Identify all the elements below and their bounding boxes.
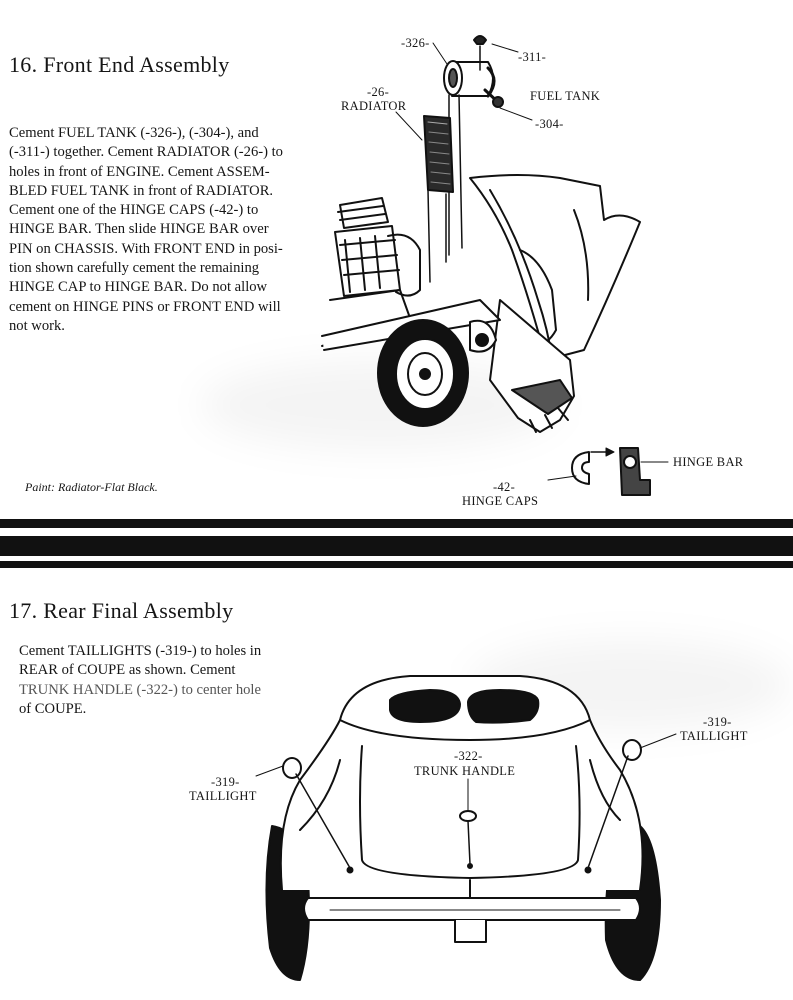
instruction-line: Cement one of the HINGE CAPS (-42-) to bbox=[9, 202, 259, 219]
step-17-title: 17. Rear Final Assembly bbox=[9, 598, 234, 623]
radiator-part bbox=[423, 115, 454, 193]
left-rear-window bbox=[389, 689, 461, 723]
instruction-line: cement on HINGE PINS or FRONT END will bbox=[9, 298, 281, 315]
label-part-304: -304- bbox=[535, 117, 564, 131]
trunk-handle-part bbox=[459, 810, 477, 869]
license-bracket bbox=[454, 919, 487, 943]
instruction-line: (-311-) together. Cement RADIATOR (-26-)… bbox=[9, 144, 283, 161]
step-17-instructions: Cement TAILLIGHTS (-319-) to holes in RE… bbox=[19, 642, 291, 719]
divider-stripe bbox=[0, 536, 793, 556]
divider-stripe bbox=[0, 519, 793, 528]
divider-stripe bbox=[0, 561, 793, 568]
label-radiator: RADIATOR bbox=[341, 99, 407, 113]
label-fuel-tank: FUEL TANK bbox=[530, 89, 601, 103]
label-taillight-left: TAILLIGHT bbox=[189, 789, 257, 803]
instruction-line: HINGE CAP to HINGE BAR. Do not allow bbox=[9, 279, 268, 296]
label-hinge-caps: HINGE CAPS bbox=[462, 494, 539, 508]
front-tire bbox=[377, 319, 469, 427]
right-rear-window bbox=[467, 689, 540, 724]
label-part-26: -26- bbox=[367, 85, 390, 99]
instruction-line: tion shown carefully cement the remainin… bbox=[9, 260, 260, 277]
front-end-body bbox=[469, 174, 641, 433]
label-part-42: -42- bbox=[493, 480, 516, 494]
left-taillight-part bbox=[282, 757, 354, 874]
label-trunk-handle: TRUNK HANDLE bbox=[414, 764, 516, 778]
label-part-311: -311- bbox=[518, 50, 547, 64]
instruction-line: holes in front of ENGINE. Cement ASSEM- bbox=[9, 163, 270, 180]
label-taillight-right: TAILLIGHT bbox=[680, 729, 748, 743]
instruction-line: Cement FUEL TANK (-326-), (-304-), and bbox=[9, 125, 259, 141]
fuel-tank-part bbox=[443, 60, 504, 108]
label-hinge-bar: HINGE BAR bbox=[673, 455, 744, 469]
instruction-line: not work. bbox=[9, 317, 65, 334]
instruction-line: PIN on CHASSIS. With FRONT END in posi- bbox=[9, 240, 283, 257]
instruction-line: BLED FUEL TANK in front of RADIATOR. bbox=[9, 182, 274, 199]
label-part-326: -326- bbox=[401, 36, 430, 50]
step-16-instructions: Cement FUEL TANK (-326-), (-304-), and (… bbox=[9, 124, 325, 336]
instruction-line: HINGE BAR. Then slide HINGE BAR over bbox=[9, 221, 269, 238]
step-16-title: 16. Front End Assembly bbox=[9, 52, 230, 77]
instruction-line: Cement TAILLIGHTS (-319-) to holes in bbox=[19, 643, 262, 659]
label-part-319-left: -319- bbox=[211, 775, 240, 789]
label-part-322: -322- bbox=[454, 749, 483, 763]
instruction-line: TRUNK HANDLE (-322-) to center hole bbox=[19, 681, 261, 698]
label-part-319-right: -319- bbox=[703, 715, 732, 729]
filler-cap-part bbox=[473, 35, 487, 45]
right-taillight-part bbox=[584, 739, 642, 874]
instruction-line: REAR of COUPE as shown. Cement bbox=[19, 662, 236, 679]
paint-note: Paint: Radiator-Flat Black. bbox=[25, 480, 158, 494]
coupe-body bbox=[279, 675, 644, 901]
instruction-line: of COUPE. bbox=[19, 700, 87, 717]
rear-bumper bbox=[303, 897, 641, 921]
